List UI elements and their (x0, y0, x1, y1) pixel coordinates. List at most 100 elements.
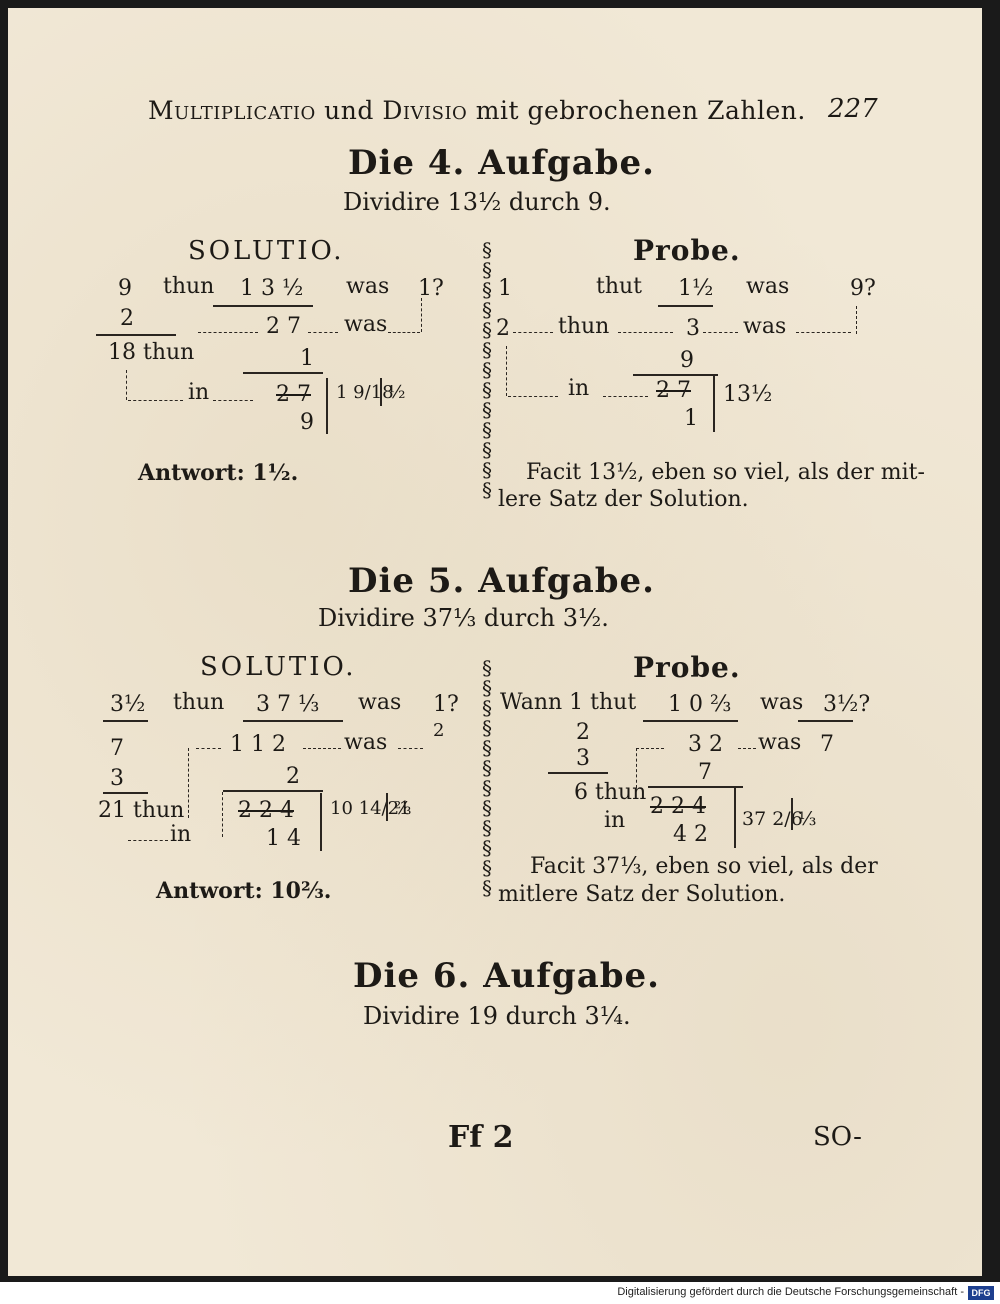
task5-sol-14: 1 4 (266, 826, 301, 851)
task4-probe-vbar (713, 376, 715, 432)
running-header: Multiplicatio und Divisio mit gebrochene… (148, 96, 806, 125)
task4-probe-1b: 1 (684, 406, 698, 431)
task5-probe-text-2: mitlere Satz der Solution. (498, 882, 786, 907)
task4-probe-thun: thun (558, 314, 610, 339)
task4-probe-9b: 9 (680, 348, 694, 373)
task4-probe-27-crossed: 2 7 (656, 378, 691, 403)
task4-probe-overline (658, 305, 713, 307)
task5-sol-thun: thun (173, 690, 225, 715)
task4-sol-two: 2 (120, 306, 134, 331)
task5-probe-third: ⅓ (798, 808, 817, 830)
task5-probe-7b: 7 (698, 760, 712, 785)
task4-sol-27: 2 7 (266, 314, 301, 339)
task4-sol-half: ½ (388, 382, 406, 403)
task5-probe-in: in (604, 808, 626, 833)
task5-answer: Antwort: 10⅔. (156, 878, 332, 904)
catchword: SO- (813, 1122, 862, 1152)
digitization-notice: Digitalisierung gefördert durch die Deut… (617, 1286, 964, 1298)
task4-probe-text-2: lere Satz der Solution. (498, 487, 749, 512)
task4-sol-vbar (326, 378, 328, 434)
task5-sol-3: 3 (110, 766, 124, 791)
task5-sol-rule-b (103, 792, 148, 794)
task4-probe-was: was (746, 274, 790, 299)
header-word-multiplicatio: Multiplicatio (148, 96, 316, 125)
task5-probe-result: 37 2/6 (742, 808, 803, 830)
task5-sol-in: in (170, 822, 192, 847)
task4-probe-dash6 (603, 396, 648, 397)
task4-probe-dash2 (618, 332, 673, 333)
task5-sol-vbar2 (386, 793, 388, 821)
task5-probe-overline2 (798, 720, 853, 722)
task4-heading: Die 4. Aufgabe. (348, 143, 655, 183)
task5-probe-224: 2 2 4 (650, 794, 706, 819)
task4-sol-overline (213, 305, 313, 307)
task6-heading: Die 6. Aufgabe. (353, 956, 660, 996)
task4-sol-in: in (188, 380, 210, 405)
task5-sol-was2: was (344, 730, 388, 755)
task4-sol-dividend: 1 3 ½ (240, 276, 304, 301)
task4-sol-was2: was (344, 312, 388, 337)
task5-sol-dash-v2 (222, 792, 223, 837)
digitization-bar (0, 1282, 1000, 1304)
task4-probe-result: 13½ (723, 382, 773, 407)
task5-sol-overline (243, 720, 343, 722)
task5-sol-divisor: 3½ (110, 692, 146, 717)
header-word-rest: mit gebrochenen Zahlen. (475, 96, 806, 125)
header-word-und: und (324, 96, 374, 125)
task4-separator: §§§§§§§§§§§§§ (482, 238, 492, 502)
book-page: Multiplicatio und Divisio mit gebrochene… (8, 8, 982, 1276)
task4-sol-dash4 (128, 400, 183, 401)
task4-sol-dash5 (213, 400, 253, 401)
task4-sol-dash2 (308, 332, 338, 333)
task5-sol-rule-c (223, 790, 323, 792)
task5-probe-42: 4 2 (673, 822, 708, 847)
task4-probe-dash-v1 (856, 306, 857, 334)
task4-probe-text-1: Facit 13½, eben so viel, als der mit- (526, 460, 925, 485)
task5-sol-dash3 (303, 748, 341, 749)
task4-sol-1: 1 (300, 346, 314, 371)
task5-probe-wann: Wann 1 thut (500, 690, 637, 715)
task5-statement: Dividire 37⅓ durch 3½. (318, 604, 609, 632)
task5-probe-overline (643, 720, 738, 722)
task4-probe-label: Probe. (633, 234, 741, 267)
page-number: 227 (828, 94, 878, 124)
task5-sol-rule-a (103, 720, 148, 722)
task5-sol-7: 7 (110, 736, 124, 761)
task4-probe-dash1 (513, 332, 553, 333)
task4-sol-dash1 (198, 332, 258, 333)
task4-sol-9: 9 (300, 410, 314, 435)
task5-probe-6thun: 6 thun (574, 780, 647, 805)
task5-sol-224: 2 2 4 (238, 798, 294, 823)
task4-probe-3: 3 (686, 316, 700, 341)
task4-probe-1half: 1½ (678, 276, 714, 301)
task5-sol-2-sup: 2 (433, 720, 445, 741)
task5-probe-vbar2 (791, 798, 793, 830)
task4-probe-dash5 (508, 396, 558, 397)
task4-sol-rule (96, 334, 176, 336)
signature-mark: Ff 2 (448, 1120, 514, 1155)
task5-sol-was: was (358, 690, 402, 715)
task4-probe-dash3 (703, 332, 738, 333)
task5-sol-result: 10 14/21 (330, 798, 411, 819)
task4-sol-27-crossed: 2 7 (276, 382, 311, 407)
task5-sol-112: 1 1 2 (230, 732, 286, 757)
task5-sol-twothirds: ⅔ (394, 798, 412, 819)
task5-probe-vbar (734, 788, 736, 848)
task4-sol-result: 1 9/18 (336, 382, 394, 403)
task4-sol-18thun: 18 thun (108, 340, 195, 365)
task4-sol-divisor: 9 (118, 276, 132, 301)
task5-sol-one: 1? (433, 692, 459, 717)
task5-probe-dash1 (636, 748, 664, 749)
task5-probe-10: 1 0 ⅔ (668, 692, 732, 717)
task4-sol-thun: thun (163, 274, 215, 299)
task4-answer: Antwort: 1½. (138, 460, 299, 486)
task5-sol-2b: 2 (286, 764, 300, 789)
task5-sol-dash1 (128, 840, 168, 841)
task4-sol-dash3 (388, 332, 420, 333)
task6-statement: Dividire 19 durch 3¼. (363, 1002, 631, 1030)
task5-probe-was: was (760, 690, 804, 715)
task5-probe-rule-b (648, 786, 743, 788)
task5-probe-3: 3 (576, 746, 590, 771)
task5-sol-21thun: 21 thun (98, 798, 185, 823)
task4-probe-9: 9? (850, 276, 876, 301)
